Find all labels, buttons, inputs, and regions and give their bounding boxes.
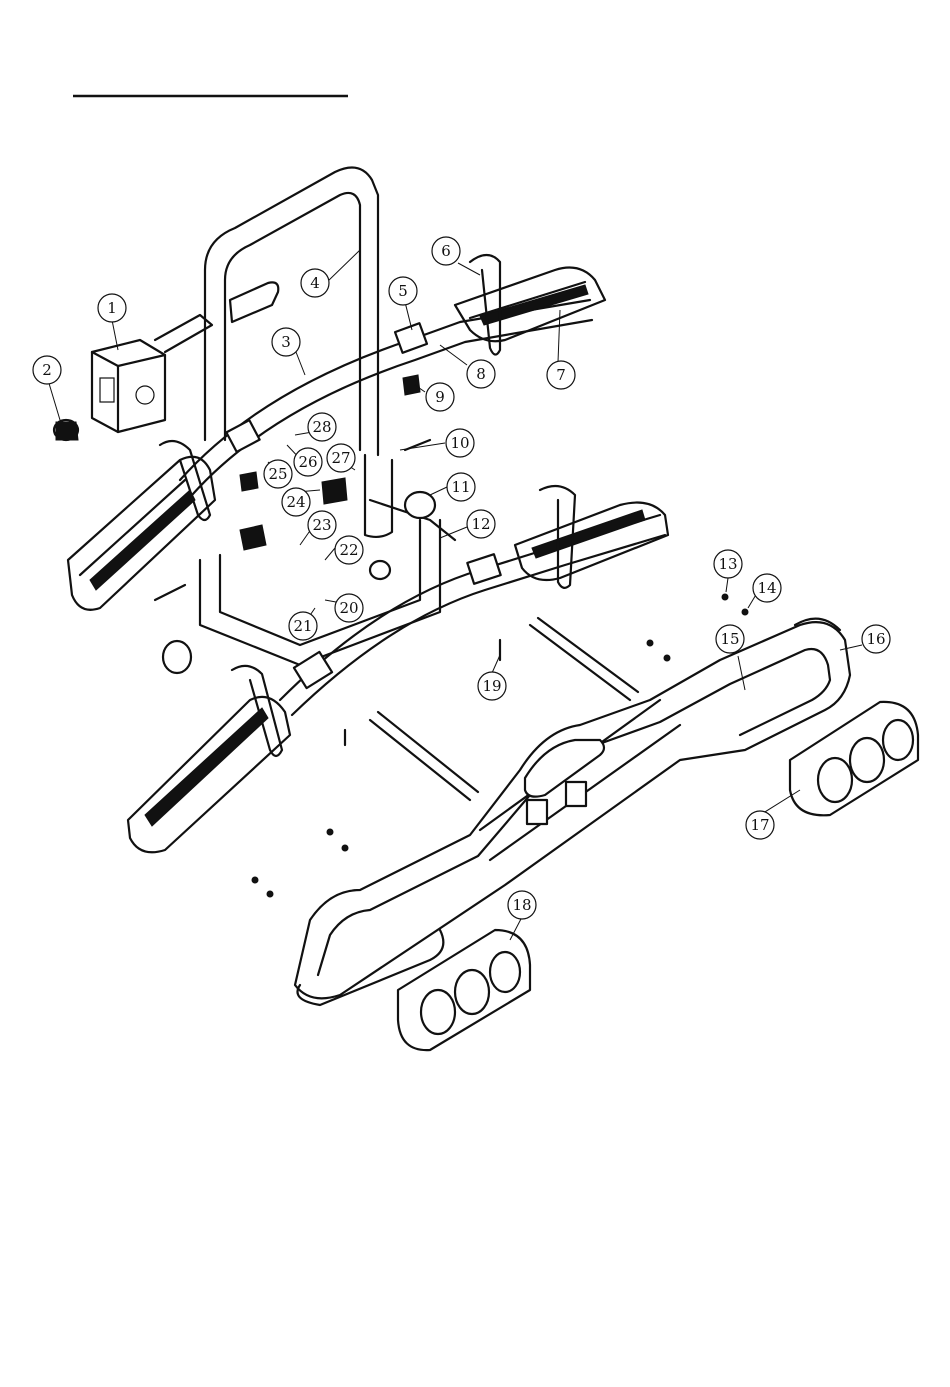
base-platform: [295, 619, 850, 1005]
callout-number: 27: [331, 449, 350, 467]
callout-5: 5: [389, 277, 417, 305]
leader-lines: [48, 250, 862, 940]
callout-10: 10: [446, 429, 474, 457]
callout-number: 13: [718, 555, 737, 573]
callout-number: 8: [476, 365, 486, 383]
callout-number: 10: [450, 434, 469, 452]
callout-number: 3: [281, 333, 291, 351]
callout-23: 23: [308, 511, 336, 539]
callout-19: 19: [478, 672, 506, 700]
callout-3: 3: [272, 328, 300, 356]
callout-21: 21: [289, 612, 317, 640]
callout-4: 4: [301, 269, 329, 297]
callout-number: 5: [398, 282, 408, 300]
callout-number: 26: [298, 453, 317, 471]
callout-number: 23: [312, 516, 331, 534]
callout-number: 9: [435, 388, 445, 406]
callout-20: 20: [335, 594, 363, 622]
callout-15: 15: [716, 625, 744, 653]
callout-number: 15: [720, 630, 739, 648]
callout-number: 2: [42, 361, 52, 379]
callout-number: 28: [312, 418, 331, 436]
callout-24: 24: [282, 488, 310, 516]
callout-14: 14: [753, 574, 781, 602]
callout-number: 6: [441, 242, 451, 260]
callout-17: 17: [746, 811, 774, 839]
callout-number: 20: [339, 599, 358, 617]
callout-number: 1: [107, 299, 117, 317]
callout-27: 27: [327, 444, 355, 472]
callout-number: 19: [482, 677, 501, 695]
callout-number: 4: [310, 274, 320, 292]
callout-9: 9: [426, 383, 454, 411]
callout-number: 21: [293, 617, 312, 635]
callout-number: 11: [451, 478, 470, 496]
callout-number: 18: [512, 896, 531, 914]
callout-16: 16: [862, 625, 890, 653]
callout-8: 8: [467, 360, 495, 388]
callout-number: 14: [757, 579, 776, 597]
callout-number: 12: [471, 515, 490, 533]
callout-2: 2: [33, 356, 61, 384]
callout-26: 26: [294, 448, 322, 476]
callout-number: 16: [866, 630, 885, 648]
callout-28: 28: [308, 413, 336, 441]
callout-22: 22: [335, 536, 363, 564]
callout-number: 25: [268, 465, 287, 483]
lock-head: [92, 315, 212, 432]
locking-knob: [54, 420, 78, 440]
callout-number: 22: [339, 541, 358, 559]
callout-13: 13: [714, 550, 742, 578]
callout-12: 12: [467, 510, 495, 538]
callout-11: 11: [447, 473, 475, 501]
callout-number: 17: [750, 816, 769, 834]
callout-number: 24: [286, 493, 305, 511]
light-unit-left: [398, 930, 530, 1050]
callout-18: 18: [508, 891, 536, 919]
callout-number: 7: [556, 366, 566, 384]
callout-7: 7: [547, 361, 575, 389]
callout-6: 6: [432, 237, 460, 265]
wheel-tray-lower-left: [128, 666, 290, 852]
callout-25: 25: [264, 460, 292, 488]
callout-1: 1: [98, 294, 126, 322]
